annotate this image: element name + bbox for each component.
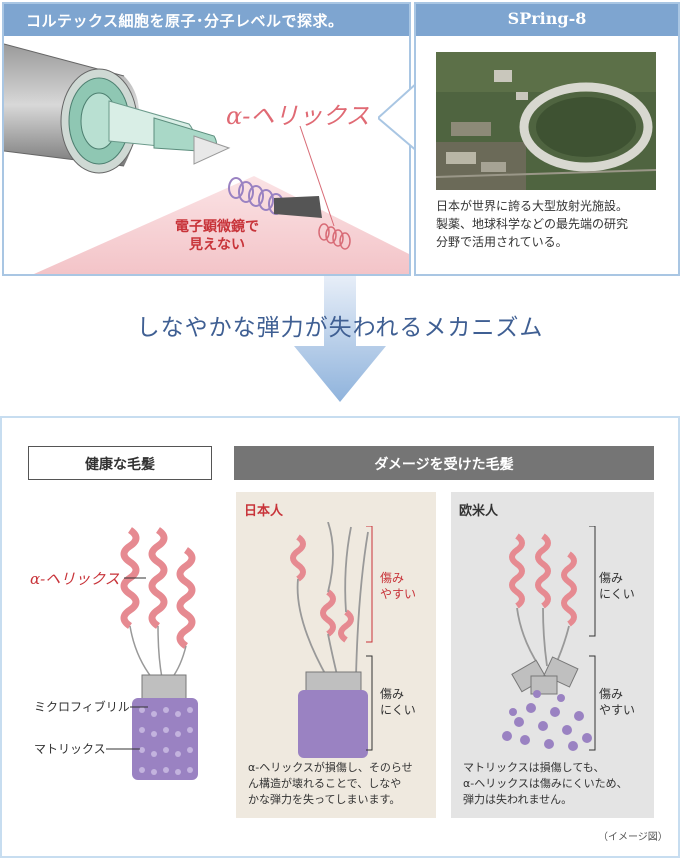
western-description: マトリックスは損傷しても、 α-ヘリックスは傷みにくいため、 弾力は失われません… <box>463 761 628 806</box>
spring8-aerial-photo <box>436 52 656 190</box>
healthy-hair-header: 健康な毛髪 <box>28 446 212 480</box>
microscope-limit-area <box>34 176 409 274</box>
western-brackets <box>589 526 596 751</box>
spring8-panel: SPring-8 日本が世界に誇る大型放射光施設。 製薬、地球科学などの最先端の… <box>414 2 680 276</box>
hair-structure-illustration <box>4 43 409 274</box>
healthy-hair-illustration <box>120 527 198 780</box>
alpha-helix-coil <box>228 177 284 215</box>
image-footnote: （イメージ図） <box>598 832 668 843</box>
spring8-title: SPring-8 <box>507 9 587 28</box>
cortex-panel-header: コルテックス細胞を原子･分子レベルで探求。 <box>4 4 409 36</box>
helix-spring <box>318 223 351 250</box>
fibril-cone <box>193 135 231 165</box>
mechanism-title: しなやかな弾力が失われるメカニズム <box>136 315 544 341</box>
microfibril-label: ミクロフィブリル <box>34 700 130 714</box>
spring8-panel-header: SPring-8 <box>416 4 678 36</box>
microscope-note: 電子顕微鏡で 見えない <box>175 219 259 253</box>
japanese-helix-note: 傷み やすい <box>380 571 417 601</box>
matrix-block <box>132 698 198 780</box>
japanese-description: α-ヘリックスが損傷し、そのらせ ん構造が壊れることで、しなや かな弾力を失って… <box>248 761 413 806</box>
western-label: 欧米人 <box>459 504 499 519</box>
japanese-hair-illustration <box>290 522 369 758</box>
spring8-caption: 日本が世界に誇る大型放射光施設。 製薬、地球科学などの最先端の研究 分野で活用さ… <box>436 199 629 249</box>
alpha-helix-title: α-ヘリックス <box>226 102 370 130</box>
western-matrix-note: 傷み やすい <box>599 687 636 717</box>
damaged-hair-header: ダメージを受けた毛髪 <box>234 446 654 480</box>
japanese-label: 日本人 <box>244 504 284 519</box>
western-helix-note: 傷み にくい <box>599 571 635 601</box>
matrix-label: マトリックス <box>34 742 106 756</box>
western-hair-illustration <box>502 533 592 751</box>
japanese-matrix-note: 傷み にくい <box>380 687 416 717</box>
cortex-panel-title: コルテックス細胞を原子･分子レベルで探求。 <box>26 12 344 30</box>
probe-tip <box>274 196 322 218</box>
cortex-panel: コルテックス細胞を原子･分子レベルで探求。 <box>2 2 411 276</box>
japanese-hair-panel: 日本人 傷み やすい 傷み にくい α-ヘリックスが損傷し、そのらせ ん構造が壊… <box>236 492 436 818</box>
healthy-alpha-label: α-ヘリックス <box>30 570 120 588</box>
japanese-brackets <box>366 526 373 751</box>
western-hair-panel: 欧米人 傷み にくい 傷み やすい マトリックスは損 <box>451 492 654 818</box>
alpha-pointer-line <box>299 125 335 227</box>
down-arrow <box>294 276 386 402</box>
